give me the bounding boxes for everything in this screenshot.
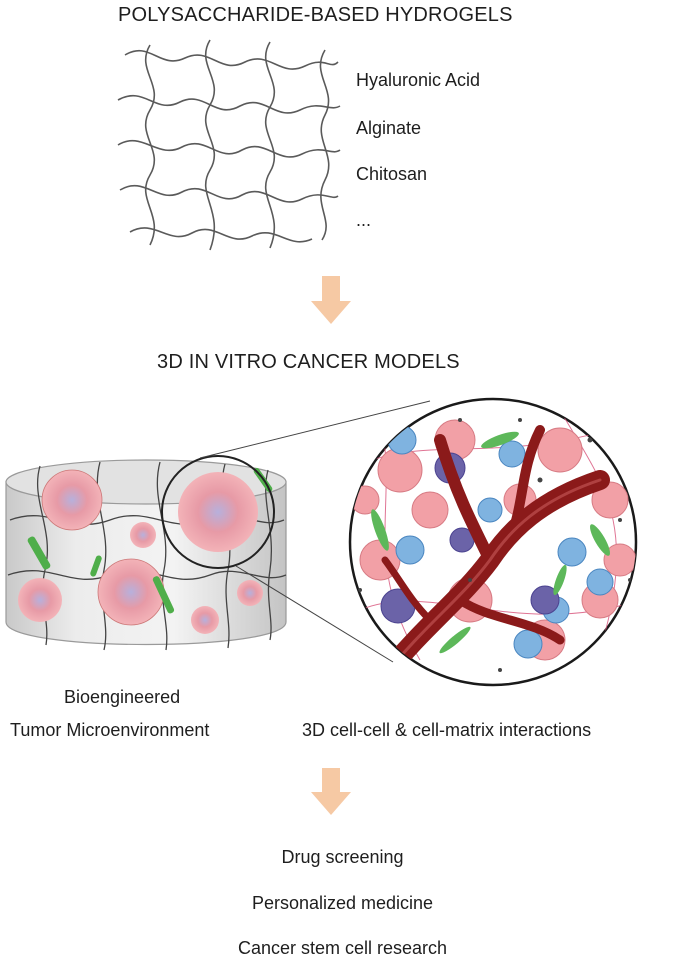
hydrogel-network-icon: [117, 39, 341, 251]
hydrogel-scaffold: [5, 455, 287, 651]
left-caption-line2: Tumor Microenvironment: [10, 720, 210, 740]
right-caption: 3D cell-cell & cell-matrix interactions: [302, 720, 592, 740]
zoom-line-top: [199, 400, 431, 459]
tumor-spheroids: [18, 469, 263, 634]
zoom-lens: [161, 455, 275, 569]
material-hyaluronic-acid: Hyaluronic Acid: [356, 70, 481, 90]
down-arrow-icon: [311, 276, 351, 324]
application-cancer-stem-cell: Cancer stem cell research: [237, 938, 448, 958]
application-personalized-medicine: Personalized medicine: [251, 893, 434, 913]
down-arrow-icon: [311, 768, 351, 815]
tumor-microenvironment-detail: [348, 397, 638, 687]
hydrogels-title: POLYSACCHARIDE-BASED HYDROGELS: [118, 4, 513, 26]
cancer-models-title: 3D IN VITRO CANCER MODELS: [157, 351, 460, 373]
zoom-line-bottom: [235, 565, 394, 663]
left-caption-line1: Bioengineered: [64, 687, 181, 707]
material-more: ...: [356, 210, 372, 230]
material-chitosan: Chitosan: [356, 164, 428, 184]
application-drug-screening: Drug screening: [281, 847, 404, 867]
material-alginate: Alginate: [356, 118, 422, 138]
